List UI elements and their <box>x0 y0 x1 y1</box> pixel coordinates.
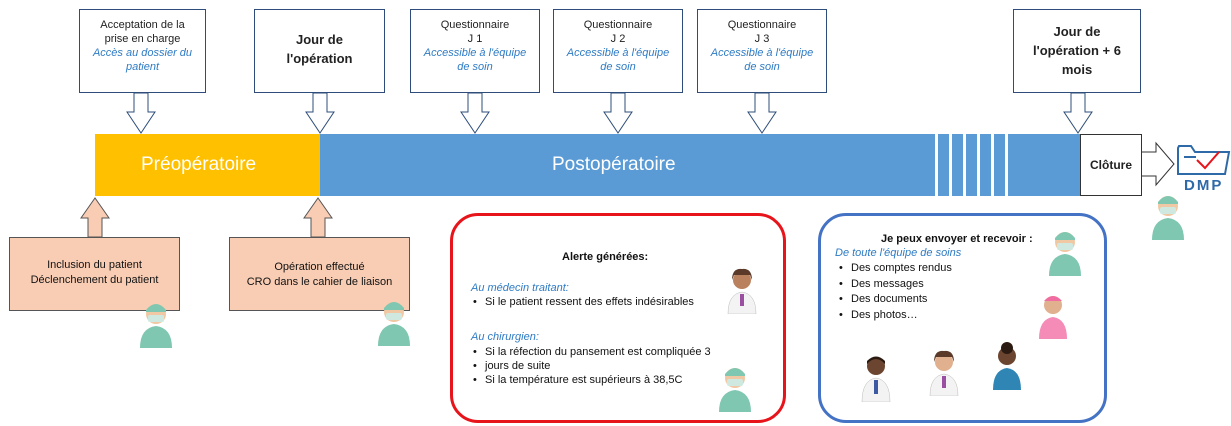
box-text: CRO dans le cahier de liaison <box>246 276 393 288</box>
alert-panel <box>450 213 786 423</box>
box-operation: Opération effectué CRO dans le cahier de… <box>229 237 410 311</box>
nurse-avatar-icon <box>1039 296 1067 339</box>
dmp-label: DMP <box>1184 177 1224 194</box>
arrow-down-icon <box>603 92 633 134</box>
arrow-down-icon <box>747 92 777 134</box>
callout-questionnaire-j3: Questionnaire J 3 Accessible à l'équipe … <box>697 9 827 93</box>
callout-text: l'opération + 6 <box>1033 43 1121 58</box>
surgeon-avatar-icon <box>1049 232 1081 276</box>
callout-italic: Accessible à l'équipe <box>423 47 527 59</box>
doctor-avatar-icon <box>929 350 959 396</box>
callout-jour-operation: Jour de l'opération <box>254 9 385 93</box>
dmp-folder-icon <box>1177 145 1231 175</box>
doctor-avatar-icon <box>861 356 891 402</box>
surgeon-avatar-icon <box>1152 196 1184 240</box>
callout-text: Questionnaire <box>727 19 797 31</box>
callout-italic: patient <box>125 61 160 73</box>
nurse-avatar-icon <box>993 342 1021 390</box>
list-item: Des photos… <box>837 308 952 324</box>
callout-text: l'opération <box>286 51 353 66</box>
closure-box: Clôture <box>1080 134 1142 196</box>
postop-label: Postopératoire <box>552 154 676 175</box>
list-item: Si le patient ressent des effets indésir… <box>471 295 694 309</box>
surgeon-avatar-icon <box>378 302 410 346</box>
preop-label: Préopératoire <box>141 154 257 175</box>
callout-italic: Accessible à l'équipe <box>566 47 670 59</box>
box-text: Inclusion du patient <box>47 259 142 271</box>
arrow-down-icon <box>126 92 156 134</box>
arrow-down-icon <box>460 92 490 134</box>
callout-text: Acceptation de la <box>100 19 185 31</box>
callout-acceptation: Acceptation de la prise en charge Accès … <box>79 9 206 93</box>
callout-questionnaire-j1: Questionnaire J 1 Accessible à l'équipe … <box>410 9 540 93</box>
surgeon-avatar-icon <box>719 368 751 412</box>
list-item: Des documents <box>837 292 952 308</box>
alert-group2-title: Au chirurgien: <box>471 331 539 343</box>
timeline-postop <box>320 134 930 196</box>
callout-questionnaire-j2: Questionnaire J 2 Accessible à l'équipe … <box>553 9 683 93</box>
alert-title: Alerte générées: <box>562 251 649 263</box>
list-item: Des comptes rendus <box>837 261 952 277</box>
arrow-down-icon <box>1063 92 1093 134</box>
box-inclusion: Inclusion du patient Déclenchement du pa… <box>9 237 180 311</box>
callout-italic: Accès au dossier du <box>92 47 193 59</box>
surgeon-avatar-icon <box>140 304 172 348</box>
callout-italic: de soin <box>457 61 493 73</box>
callout-text: J 1 <box>467 33 483 45</box>
list-item: Des messages <box>837 277 952 293</box>
list-item: Si la réfection du pansement est compliq… <box>471 345 761 359</box>
callout-text: J 2 <box>610 33 626 45</box>
doctor-avatar-icon <box>727 268 757 314</box>
callout-italic: de soin <box>600 61 636 73</box>
timeline-preop <box>95 134 320 196</box>
list-item-continuation: jours de suite <box>485 360 551 372</box>
alert-group1-title: Au médecin traitant: <box>471 282 569 294</box>
message-list: Des comptes rendus Des messages Des docu… <box>837 261 952 323</box>
callout-text: Questionnaire <box>440 19 510 31</box>
list-item: jours de suite <box>471 359 761 373</box>
timeline-postop-tail <box>1010 134 1080 196</box>
arrow-up-icon <box>80 197 110 238</box>
list-item: Si la température est supérieurs à 38,5C <box>471 373 761 387</box>
callout-text: Questionnaire <box>583 19 653 31</box>
closure-label: Clôture <box>1090 158 1132 172</box>
callout-text: mois <box>1061 62 1093 77</box>
callout-italic: de soin <box>744 61 780 73</box>
callout-six-months: Jour de l'opération + 6 mois <box>1013 9 1141 93</box>
arrow-down-icon <box>305 92 335 134</box>
callout-italic: Accessible à l'équipe <box>710 47 814 59</box>
message-title: Je peux envoyer et recevoir : <box>881 233 1033 245</box>
message-subtitle: De toute l'équipe de soins <box>835 247 962 259</box>
callout-text: prise en charge <box>104 33 181 45</box>
callout-text: J 3 <box>754 33 770 45</box>
alert-group2-list: Si la réfection du pansement est compliq… <box>471 345 761 387</box>
callout-text: Jour de <box>1053 24 1101 39</box>
alert-group1-list: Si le patient ressent des effets indésir… <box>471 295 694 309</box>
arrow-right-icon <box>1140 141 1175 187</box>
callout-text: Jour de <box>296 32 343 47</box>
arrow-up-icon <box>303 197 333 238</box>
box-text: Déclenchement du patient <box>30 274 159 286</box>
box-text: Opération effectué <box>274 261 365 273</box>
